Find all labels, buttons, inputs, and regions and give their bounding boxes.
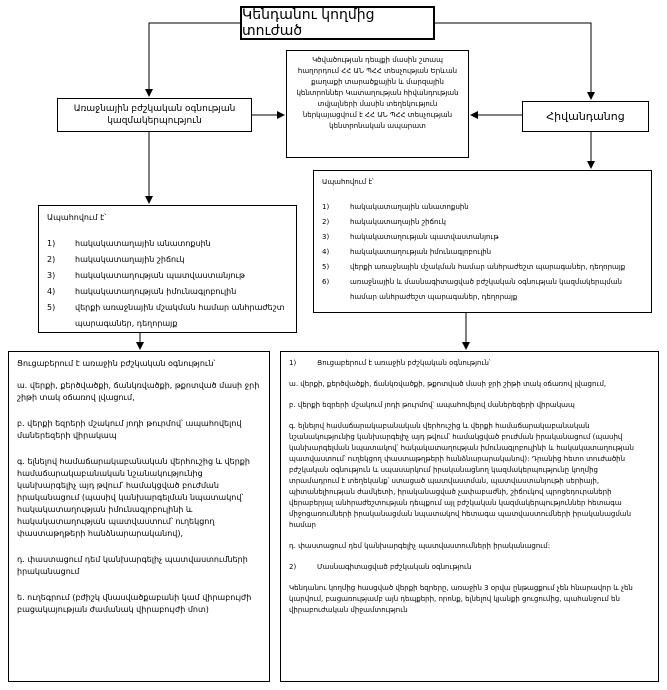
left-first-aid-box: Ցուցաբերում է առաջին բժշկական օգնություն… [8,351,270,682]
list-item: 5) վերքի առաջնային մշակման համար անհրաժեշ… [47,300,288,332]
item-text: հակակատաղային շիճուկ [75,255,185,264]
list-item: 1) հակակատաղային անատոքսին [322,200,643,215]
list-item: 6) առաջնային և մասնագիտացված բժշկական օգն… [322,275,643,305]
item-number: 1) [322,203,330,211]
header-number: 1) [289,359,297,367]
specialized-care-header: Մասնագիտացված բժշկական օգնություն [317,563,472,571]
item-text: հակակատաղության իմունագլոբուլին [75,287,237,296]
paragraph: բ. վերքի եզրերի մշակում յոդի թուրմով՝ ապ… [17,419,242,440]
right-first-aid-box: 1) Ցուցաբերում է առաջին բժշկական օգնությ… [280,351,659,682]
list-item: 4) հակակատաղության իմունագլոբուլին [47,284,288,300]
item-text: հակակատաղային շիճուկ [350,218,446,226]
item-text: հակակատաղության պատվաստանյութ [75,271,245,280]
item-number: 3) [322,233,330,241]
item-number: 4) [322,248,330,256]
item-text: հակակատաղային անատոքսին [75,239,211,248]
specialized-care-header-row: 2) Մասնագիտացված բժշկական օգնություն [289,562,650,573]
title-box: Կենդանու կողմից տուժած [240,6,435,40]
item-text: հակակատաղության պատվաստանյութ [350,233,499,241]
right-obligations-box: Ապահովում է՝ 1) հակակատաղային անատոքսին 2… [313,170,652,313]
arrow-title-to-org [145,22,240,97]
paragraph: ա. վերքի, քերծվածքի, ճանկռվածքի, թքոտված… [17,381,260,402]
paragraph: գ. ելնելով համաճարակաբանական վերհուշից և… [289,422,634,529]
primary-care-org-box: Առաջնային բժշկական օգնության կազմակերպու… [57,98,252,132]
paragraph: դ. փաստացում դեմ կանխարգելիչ պատվաստումն… [17,555,248,576]
list-item: 1) հակակատաղային անատոքսին [47,236,288,252]
hospital-text: Հիվանդանոց [546,110,625,123]
item-number: 6) [322,278,330,286]
item-number: 3) [47,271,56,280]
notification-text: Կծվածության դեպքի մասին շտապ հաղորդում Հ… [296,56,459,130]
list-item: 3) հակակատաղության պատվաստանյութ [47,268,288,284]
list-item: 4) հակակատաղության իմունագլոբուլին [322,245,643,260]
hospital-box: Հիվանդանոց [522,101,649,132]
list-item: 2) հակակատաղային շիճուկ [322,215,643,230]
title-text: Կենդանու կողմից տուժած [242,7,375,39]
paragraph: գ. ելնելով համաճարակաբանական վերհուշից և… [17,457,250,538]
notification-box: Կծվածության դեպքի մասին շտապ հաղորդում Հ… [286,50,469,158]
paragraph: ե. ուղեգրում (բժիշկ վնասվածքաբանի կամ վի… [17,593,252,614]
sub-number: 2) [289,563,297,571]
item-text: հակակատաղության իմունագլոբուլին [350,248,492,256]
list-item: 2) հակակատաղային շիճուկ [47,252,288,268]
primary-care-org-text: Առաջնային բժշկական օգնության կազմակերպու… [73,104,236,126]
item-text: առաջնային և մասնագիտացված բժշկական օգնու… [350,278,622,301]
item-number: 2) [322,218,330,226]
item-number: 4) [47,287,56,296]
list-item: 5) վերքի առաջնային մշակման համար անհրաժեշ… [322,260,643,275]
right-first-aid-header-row: 1) Ցուցաբերում է առաջին բժշկական օգնությ… [289,358,650,369]
item-text: վերքի առաջնային մշակման համար անհրաժեշտ … [350,263,626,271]
arrow-title-to-hospital [435,22,595,100]
paragraph: բ. վերքի եզրերի մշակում յոդի թուրմով՝ ապ… [289,401,575,409]
left-first-aid-header: Ցուցաբերում է առաջին բժշկական օգնություն… [17,359,216,368]
item-number: 2) [47,255,56,264]
right-obligations-header: Ապահովում է՝ [322,178,374,186]
left-obligations-header: Ապահովում է՝ [47,213,107,222]
paragraph: դ. փաստացում դեմ կանխարգելիչ պատվաստումն… [289,542,551,550]
item-text: հակակատաղային անատոքսին [350,203,469,211]
item-number: 5) [47,303,56,312]
specialized-care-text: Կենդանու կողմից հասցված վերքի եզրերը, առ… [289,584,633,614]
list-item: 3) հակակատաղության պատվաստանյութ [322,230,643,245]
item-number: 1) [47,239,56,248]
left-obligations-box: Ապահովում է՝ 1) հակակատաղային անատոքսին 2… [38,205,297,333]
item-text: վերքի առաջնային մշակման համար անհրաժեշտ … [75,303,285,328]
paragraph: ա. վերքի, քերծվածքի, ճանկռվածքի, թքոտված… [289,380,607,388]
right-first-aid-header: Ցուցաբերում է առաջին բժշկական օգնություն… [317,359,491,367]
item-number: 5) [322,263,330,271]
